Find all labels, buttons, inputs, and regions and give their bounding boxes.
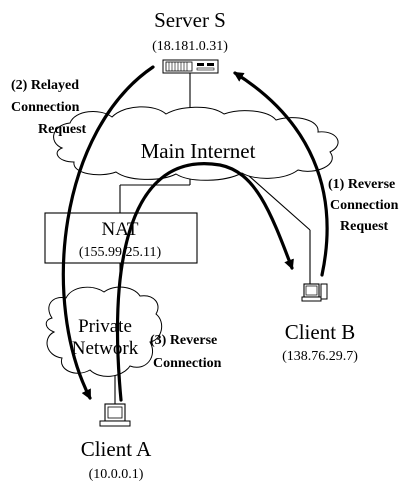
client-a-computer-icon [99, 403, 131, 427]
arrow-reverse-request [233, 71, 329, 277]
arrow-reverse-connection [115, 162, 294, 402]
client-b-computer-icon [301, 283, 328, 302]
server-ip: (18.181.0.31) [152, 39, 228, 54]
internet-client-b-link [239, 167, 311, 231]
client-b-label: Client B [285, 320, 356, 344]
server-label: Server S [154, 8, 226, 32]
nat-box [44, 212, 198, 264]
server-icon [162, 59, 219, 74]
nat-ip: (155.99.25.11) [79, 245, 162, 260]
step3-line2: Connection [153, 356, 222, 371]
step2-line1: (2) Relayed [11, 78, 79, 93]
client-a-ip: (10.0.0.1) [89, 467, 144, 482]
step1-line2: Connection [330, 198, 399, 213]
private-network-line2: Network [72, 338, 139, 359]
internet-cloud [53, 106, 339, 181]
step2-line2: Connection [11, 100, 80, 115]
nat-label: NAT [102, 219, 139, 240]
private-network-line1: Private [78, 316, 132, 337]
private-network-cloud [45, 286, 163, 377]
step1-line3: Request [340, 219, 389, 234]
client-b-ip: (138.76.29.7) [282, 349, 358, 364]
internet-label: Main Internet [141, 139, 256, 163]
arrow-relayed-request [61, 65, 155, 400]
step2-line3: Request [38, 122, 87, 137]
client-a-label: Client A [81, 437, 152, 461]
step3-line1: (3) Reverse [150, 333, 217, 348]
step1-line1: (1) Reverse [328, 177, 395, 192]
